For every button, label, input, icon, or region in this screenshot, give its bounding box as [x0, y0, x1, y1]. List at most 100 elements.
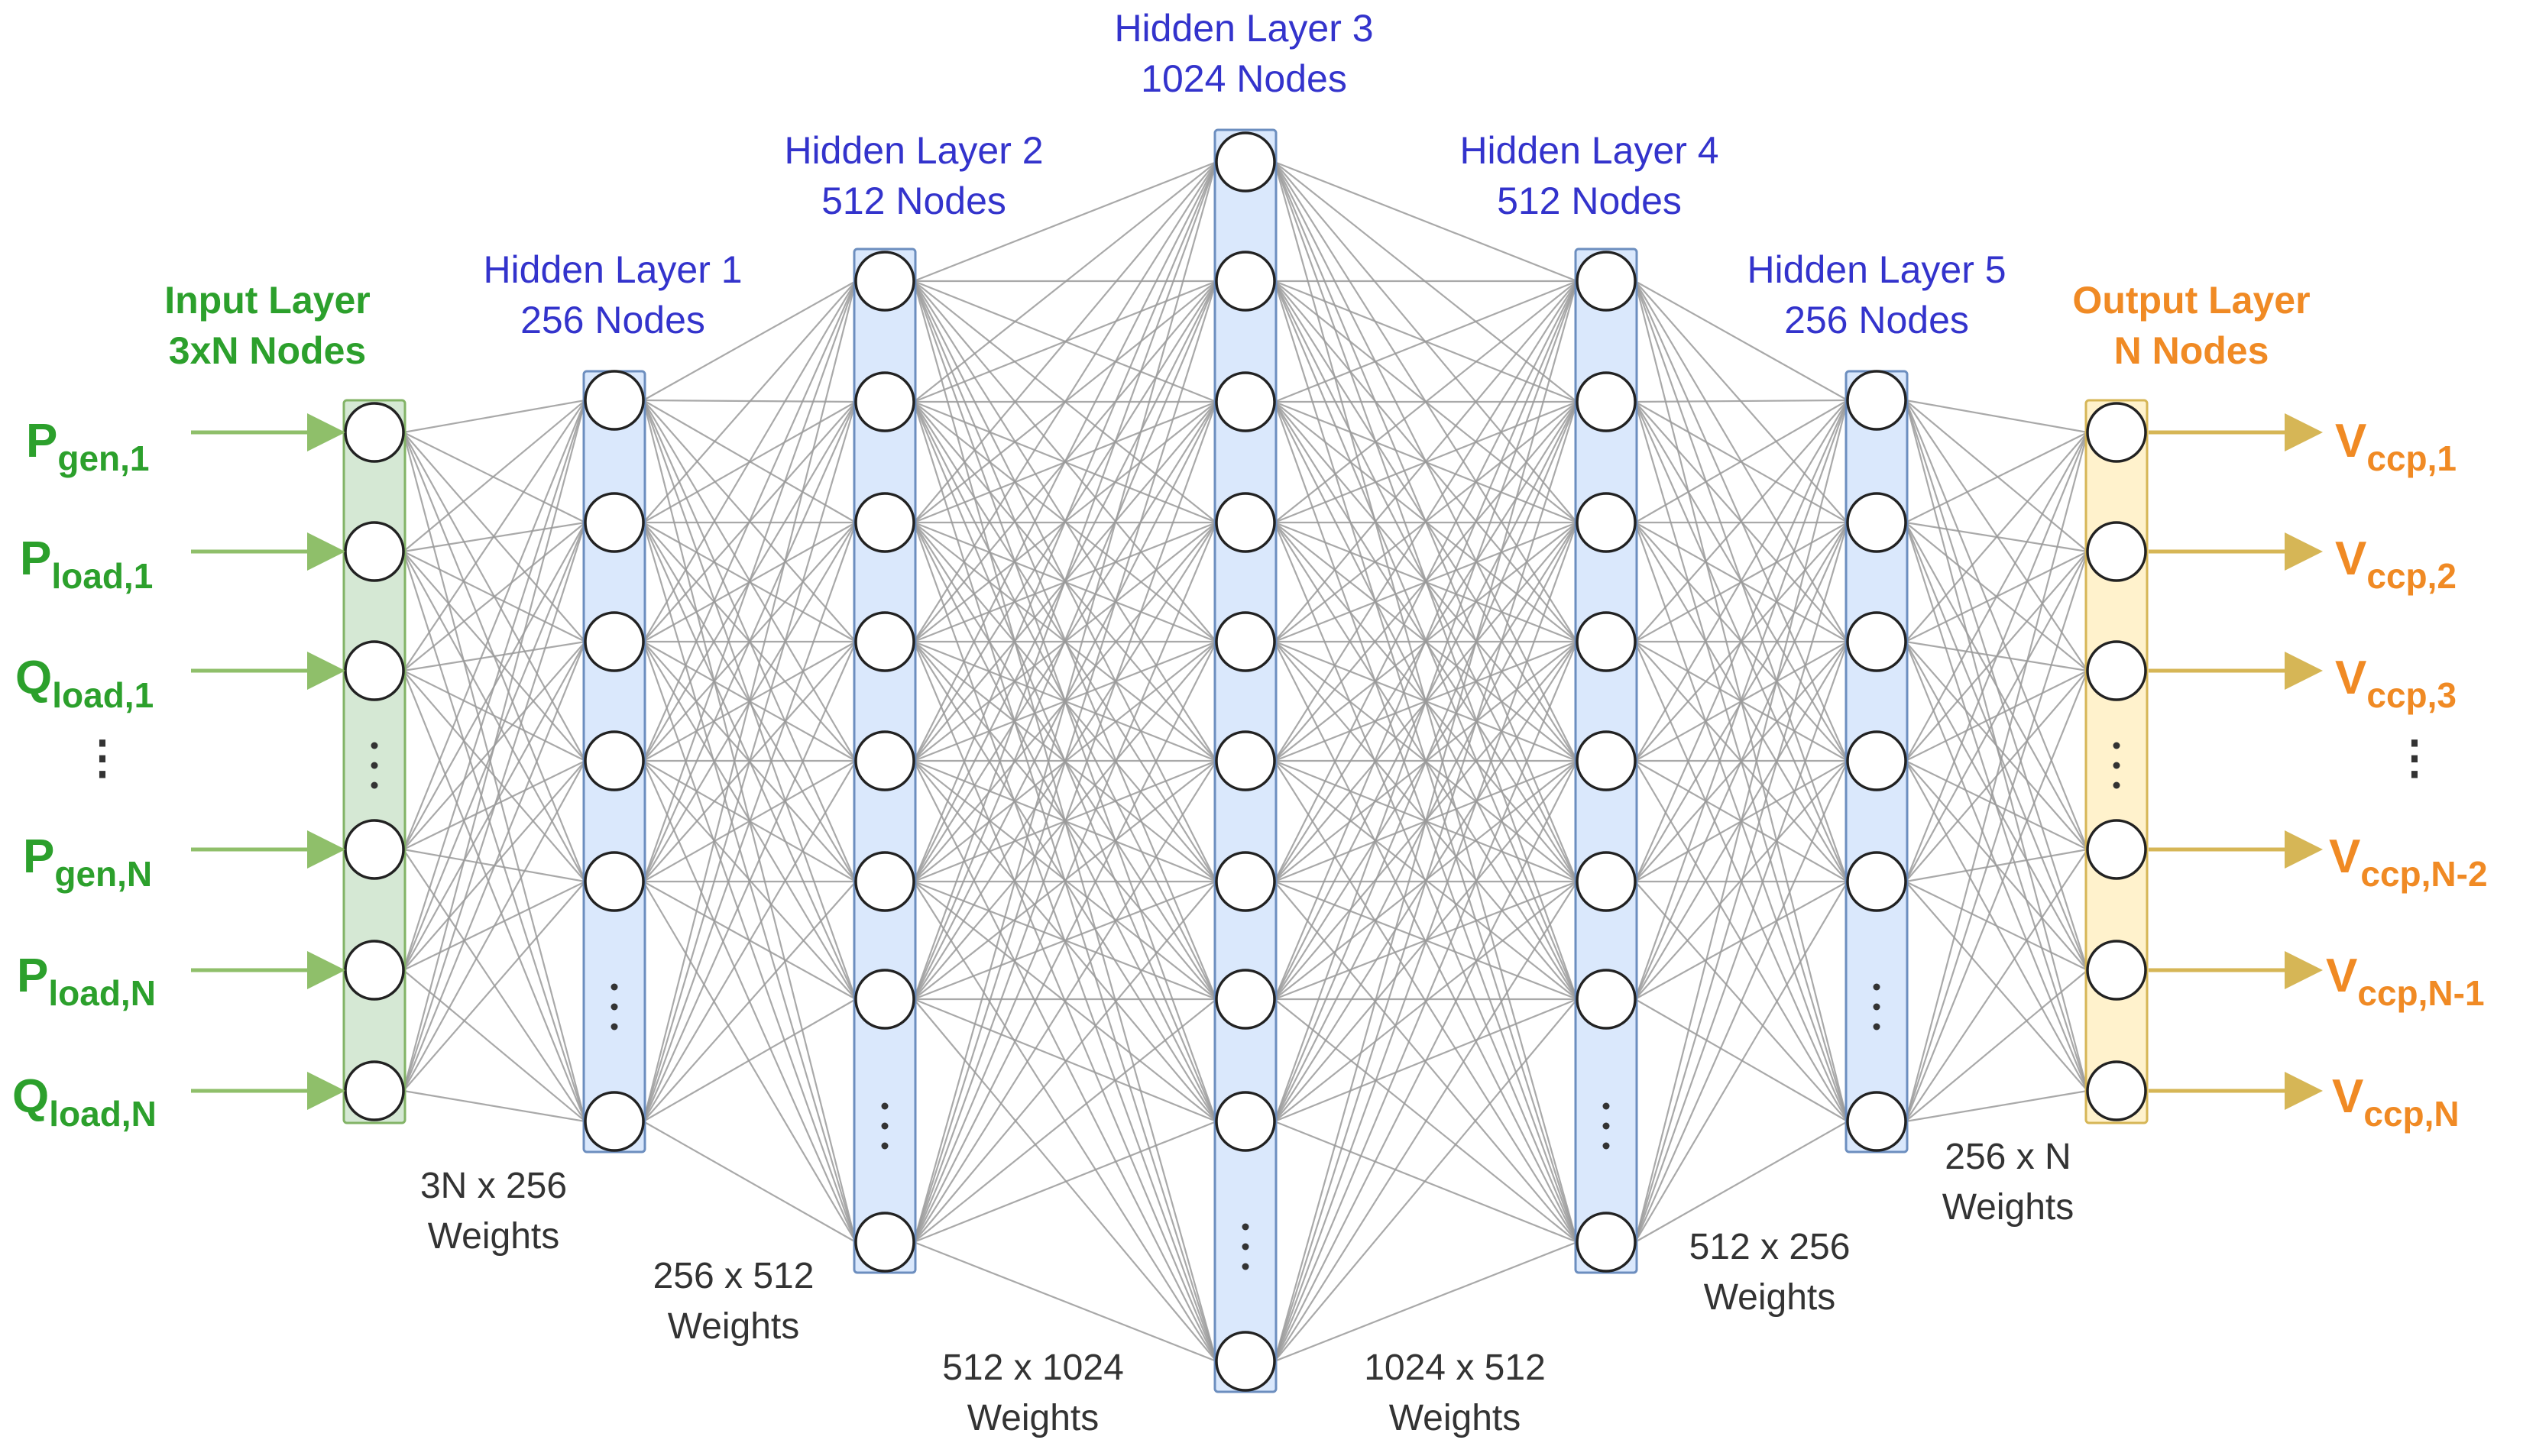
- h5-ellipsis-dot: [1873, 1023, 1880, 1031]
- input-node: [344, 640, 405, 701]
- connection-edge: [1905, 1089, 2088, 1123]
- connection-edge: [403, 969, 586, 1122]
- connection-edge: [1274, 1120, 1578, 1244]
- input-layer-node-count: 3xN Nodes: [169, 329, 366, 372]
- connection-edge: [1273, 280, 1579, 1362]
- hidden-layer-2-node-count: 512 Nodes: [821, 180, 1006, 222]
- h5-node: [1846, 730, 1907, 791]
- connection-edge: [643, 881, 857, 1122]
- connection-edge: [403, 432, 586, 523]
- io-arrows: [191, 413, 2323, 1110]
- connection-edge: [1634, 522, 1849, 1243]
- connection-edge: [1905, 641, 2088, 850]
- layer-titles: Input Layer 3xN Nodes Hidden Layer 1 256…: [164, 7, 2310, 372]
- connection-edge: [642, 401, 857, 1122]
- output-layer-title: Output Layer: [2072, 279, 2310, 322]
- h4-node: [1576, 251, 1637, 312]
- hidden-layer-1-node-count: 256 Nodes: [520, 299, 705, 341]
- connection-edge: [403, 400, 586, 671]
- connection-edge: [1273, 401, 1579, 1362]
- connection-edge: [642, 641, 857, 1122]
- connection-edge: [1905, 881, 2088, 971]
- h4-ellipsis-dot: [1602, 1122, 1610, 1130]
- output-labels: Vccp,1 Vccp,2 Vccp,3 ⋮ Vccp,N-2 Vccp,N-1…: [2326, 415, 2488, 1134]
- h5-node: [1846, 1091, 1907, 1152]
- connection-edge: [1634, 400, 1848, 642]
- output-node: [2086, 940, 2147, 1001]
- connection-edge: [1904, 432, 2089, 882]
- connection-edge: [913, 160, 1217, 283]
- output-label-vccp-2: Vccp,2: [2335, 532, 2457, 596]
- connection-edge: [1904, 432, 2089, 1122]
- connection-edge: [403, 399, 586, 434]
- input-ellipsis: ⋮: [79, 732, 125, 783]
- connection-edge: [642, 522, 857, 1122]
- h4-node: [1576, 851, 1637, 912]
- input-node: [344, 819, 405, 880]
- output-ellipsis-dot: [2113, 762, 2120, 769]
- connection-edge: [1905, 432, 2088, 523]
- connection-edge: [403, 522, 586, 671]
- hidden-layer-5-title: Hidden Layer 5: [1747, 248, 2006, 291]
- connection-edge: [1905, 760, 2088, 850]
- connection-edge: [1634, 1121, 1848, 1243]
- weights-h3-h4-caption: Weights: [1389, 1398, 1521, 1438]
- connection-edge: [643, 280, 857, 642]
- connection-edge: [1904, 670, 2089, 1122]
- weights-input-h1: 3N x 256: [420, 1166, 567, 1206]
- h2-node: [854, 730, 915, 791]
- input-node: [344, 521, 405, 582]
- connection-edge: [643, 1121, 857, 1243]
- connection-edge: [1905, 399, 2088, 434]
- connection-edge: [1634, 641, 1849, 1243]
- h4-node: [1576, 730, 1637, 791]
- h4-ellipsis-dot: [1602, 1142, 1610, 1150]
- connection-edge: [403, 670, 586, 762]
- h5-node: [1846, 611, 1907, 672]
- connection-edge: [913, 760, 1217, 1000]
- weights-h5-output: 256 x N: [1945, 1137, 2071, 1177]
- h2-node: [854, 251, 915, 312]
- h3-node: [1215, 730, 1276, 791]
- h4-node: [1576, 371, 1637, 432]
- h4-node: [1576, 492, 1637, 553]
- input-label-pgen-1: Pgen,1: [26, 415, 150, 478]
- connection-edge: [1905, 522, 2088, 850]
- connection-edge: [1274, 280, 1578, 523]
- h1-node: [584, 730, 645, 791]
- connection-edge: [1274, 998, 1578, 1362]
- h1-ellipsis-dot: [611, 1003, 618, 1011]
- connection-edge: [1634, 400, 1848, 523]
- input-labels: Pgen,1 Pload,1 Qload,1 ⋮ Pgen,N Pload,N …: [12, 415, 157, 1134]
- h1-ellipsis-dot: [611, 1023, 618, 1031]
- connection-edge: [402, 641, 587, 1092]
- h3-ellipsis-dot: [1242, 1243, 1249, 1251]
- weights-h2-h3: 512 x 1024: [942, 1348, 1124, 1388]
- input-node: [344, 940, 405, 1001]
- hidden-layer-4-title: Hidden Layer 4: [1459, 129, 1718, 172]
- connection-edge: [1904, 551, 2089, 1122]
- h1-ellipsis-dot: [611, 983, 618, 991]
- connection-edge: [1274, 881, 1578, 1362]
- connection-edge: [1273, 522, 1579, 1362]
- connection-edge: [913, 161, 1217, 403]
- h4-node: [1576, 611, 1637, 672]
- output-label-vccp-n-1: Vccp,N-1: [2326, 950, 2485, 1013]
- connection-edge: [402, 400, 587, 971]
- h2-ellipsis-dot: [881, 1142, 889, 1150]
- output-ellipsis: ⋮: [2392, 732, 2437, 783]
- connection-edge: [912, 161, 1218, 882]
- input-label-pload-1: Pload,1: [20, 532, 153, 596]
- output-node: [2086, 521, 2147, 582]
- hidden-layer-4-node-count: 512 Nodes: [1497, 180, 1682, 222]
- connection-edge: [643, 881, 857, 1243]
- h3-node: [1215, 969, 1276, 1030]
- connection-edge: [1274, 280, 1578, 642]
- weight-labels: 3N x 256 Weights 256 x 512 Weights 512 x…: [420, 1137, 2074, 1438]
- connection-edge: [913, 161, 1217, 523]
- hidden-layer-1-title: Hidden Layer 1: [483, 248, 742, 291]
- h4-node: [1576, 969, 1637, 1030]
- connection-edge: [912, 280, 1218, 1000]
- h3-ellipsis-dot: [1242, 1263, 1249, 1270]
- connection-edge: [913, 998, 1217, 1243]
